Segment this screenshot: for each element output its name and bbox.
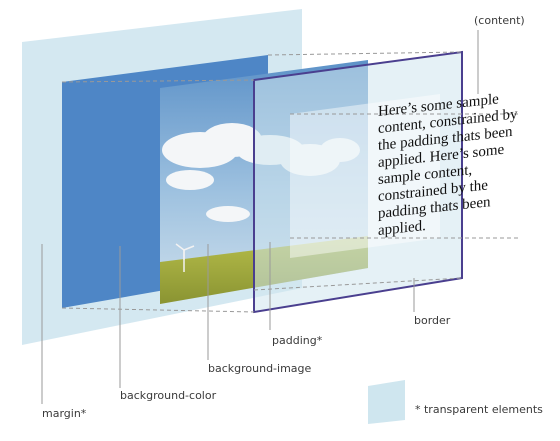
margin-label: margin* xyxy=(42,407,87,420)
padding-layer xyxy=(254,52,462,312)
background-color-label: background-color xyxy=(120,389,217,402)
border-layer xyxy=(253,50,463,314)
leader-lines xyxy=(41,30,479,404)
guide-lines xyxy=(61,51,520,313)
content-label: (content) xyxy=(474,14,525,27)
background-image-label: background-image xyxy=(208,362,312,375)
content-area xyxy=(290,94,440,258)
transparent-legend-swatch xyxy=(368,380,405,424)
sample-content-text: Here’s some sample content, constrained … xyxy=(378,91,518,239)
transparent-elements-legend: * transparent elements xyxy=(415,403,543,416)
padding-label: padding* xyxy=(272,334,323,347)
wind-turbine-icon xyxy=(175,243,195,272)
border-label: border xyxy=(414,314,451,327)
